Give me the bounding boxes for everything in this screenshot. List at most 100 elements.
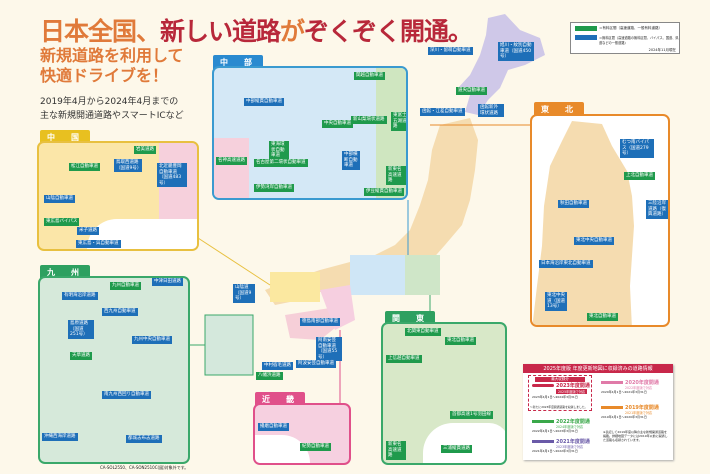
description-line: 主な新規開通道路やスマートICなど <box>40 111 184 121</box>
road-badge: 鳥取西道路（国道9号） <box>114 159 142 172</box>
tohoku-shape <box>532 121 634 325</box>
road-badge: 日本海沿岸東北自動車道 <box>539 260 593 268</box>
legend-box: ＝有料区間（高速道路、一般有料道路） ＝無料区間（高速道路の無料区間、バイパス、… <box>570 22 680 54</box>
road-badge: 阿南安芸自動車道（国道55号） <box>316 337 342 361</box>
panel-kanto: 北関東自動車道 東北自動車道 上信越自動車道 首都高速1号羽田線 新東名高速道路… <box>381 322 507 465</box>
road-badge: 阿波安芸自動車道 <box>296 360 336 368</box>
road-badge: 東北自動車道 <box>587 313 618 321</box>
road-badge: 都城志布志道路 <box>126 435 162 443</box>
page-title: 日本全国、新しい道路がぞくぞく開通。 <box>40 12 473 48</box>
legend-year: 2019年度開通 <box>625 405 659 411</box>
road-badge: 伊豆縦貫自動車道 <box>364 188 404 196</box>
legend-year: 2021年度開通 <box>556 439 590 445</box>
road-badge: 秋田自動車道 <box>558 200 589 208</box>
chugoku-area <box>270 272 320 302</box>
road-badge: 東北中央自動車道 <box>574 237 614 245</box>
subtitle-line: 新規道路を利用して <box>40 46 184 65</box>
road-badge: 西九州自動車道 <box>102 308 138 316</box>
title-part: ぞくぞく開通。 <box>304 17 473 46</box>
legend-period: 2023年4月1日～2024年3月31日 <box>532 395 578 399</box>
road-badge: 天草道路 <box>70 352 92 360</box>
description-line: 2019年4月から2024年4月までの <box>40 97 179 107</box>
legend-year: 2022年度開通 <box>556 419 590 425</box>
road-badge: 沖縄西海岸道路 <box>42 433 78 441</box>
road-badge: 岩美道路 <box>134 146 156 154</box>
road-badge: 旭川・紋別自動車道（国道450号） <box>498 42 534 61</box>
road-badge: 中部縦貫自動車道 <box>244 98 284 106</box>
update-legend: 2025年度版 年度更新地図に収録済みの道路情報 最大収録分 ～新たに2023年… <box>523 364 673 460</box>
kinki-shade <box>214 138 249 198</box>
road-badge: 徳島南部自動車道 <box>300 318 340 326</box>
legend-sub: 2024年度版で対応 <box>556 425 584 429</box>
road-badge: 関越自動車道 <box>354 72 385 80</box>
road-badge: 山陰自動車道 <box>44 195 75 203</box>
road-badge: 東北中央道（国道13号） <box>545 292 567 311</box>
road-badge: 名神高速道路 <box>216 157 247 165</box>
line-swatch <box>532 384 554 387</box>
toll-swatch <box>575 26 597 31</box>
road-badge: 中部横断自動車道 <box>342 151 360 170</box>
title-part: が <box>280 17 305 46</box>
road-badge: 米子道路 <box>77 227 99 235</box>
road-badge: 三陸沿岸道路（復興道路） <box>646 200 668 219</box>
subtitle: 新規道路を利用して快適ドライブを！ <box>40 46 220 86</box>
road-badge: 九州中央自動車道 <box>132 336 172 344</box>
road-badge: 新山梨環状道路 <box>351 116 387 124</box>
road-badge: 東広島バイパス <box>44 218 80 226</box>
legend-period: 2019年4月1日～2020年3月31日 <box>601 415 647 419</box>
road-badge: むつ南バイパス（国道279号） <box>620 139 654 158</box>
road-badge: 中村宿毛道路 <box>262 362 293 370</box>
road-badge: 深川・留萌自動車道 <box>428 47 473 55</box>
legend-year: 2023年度開通 <box>556 383 590 389</box>
road-badge: 三浦縦貫道路 <box>441 445 472 453</box>
line-swatch <box>601 381 623 384</box>
kanto-area <box>405 255 440 295</box>
tab-tohoku: 東 北 <box>534 102 584 117</box>
description: 2019年4月から2024年4月までの主な新規開通道路やスマートICなど <box>40 95 240 123</box>
road-badge: 東北自動車道 <box>445 337 476 345</box>
panel-chubu: 関越自動車道 中部縦貫自動車道 中央自動車道 新山梨環状道路 東富士五湖道路 東… <box>212 66 408 200</box>
road-badge: 中津日田道路 <box>152 278 183 286</box>
road-badge: 新東名高速道路 <box>386 441 406 460</box>
road-badge: 伊勢湾岸自動車道 <box>254 184 294 192</box>
panel-tohoku: むつ南バイパス（国道279号） 上北自動車道 秋田自動車道 三陸沿岸道路（復興道… <box>530 114 670 327</box>
road-badge: 函館・江差自動車道 <box>420 108 465 116</box>
kyushu-note: CA-SOL2550、CA-SON2510C(図)対象外です。 <box>100 465 189 470</box>
legend-sub: 2021年度版で対応 <box>625 411 653 415</box>
road-badge: 東広島・呉自動車道 <box>76 240 121 248</box>
legend-label: ＝無料区間（高速道路の無料区間、バイパス、国道、県道などの一般道路） <box>599 36 679 45</box>
line-swatch <box>601 406 623 409</box>
road-badge: 島原道路（国道251号） <box>68 320 94 339</box>
chubu-area <box>350 255 415 295</box>
road-badge: 函館新外環状道路 <box>478 104 504 117</box>
legend-period: 2020年4月1日～2021年3月31日 <box>601 390 647 394</box>
road-badge: 上信越自動車道 <box>386 355 422 363</box>
road-badge: 山陰道（国道9号） <box>233 284 255 303</box>
road-badge: 有明海沿岸道路 <box>62 292 98 300</box>
legend-date: 2024年11月現在 <box>648 48 676 52</box>
line-swatch <box>532 420 554 423</box>
legend-year: 2020年度開通 <box>625 380 659 386</box>
road-badge: 八幡浜道路 <box>256 372 283 380</box>
panel-kinki: 播磨自動車道 紀勢自動車道 <box>253 403 351 465</box>
road-badge: 中央自動車道 <box>322 120 353 128</box>
legend-period: 2021年4月1日～2022年3月31日 <box>532 449 578 453</box>
road-badge: 東海環状自動車道 <box>269 141 289 160</box>
legend-header: 2025年度版 年度更新地図に収録済みの道路情報 <box>523 364 673 373</box>
road-badge: 播磨自動車道 <box>258 423 289 431</box>
kinki-area <box>320 285 355 330</box>
legend-period: 2022年4月1日～2023年3月31日 <box>532 429 578 433</box>
road-badge: 新東名高速道路 <box>386 166 406 185</box>
road-badge: 南九州西回り自動車道 <box>102 391 151 399</box>
legend-sub: 2022年度版で対応 <box>625 386 653 390</box>
road-badge: 名古屋第二環状自動車道 <box>254 159 308 167</box>
road-badge: 道央自動車道 <box>456 87 487 95</box>
line-swatch <box>532 440 554 443</box>
title-part: 新しい道路 <box>160 17 281 46</box>
road-badge: 北関東自動車道 <box>405 328 441 336</box>
road-badge: 上北自動車道 <box>624 172 655 180</box>
legend-sub: 2025年度版で対応 <box>556 389 588 394</box>
kyushu-inset <box>204 314 254 376</box>
panel-chugoku: 松江自動車道 山陰自動車道 東広島バイパス 鳥取西道路（国道9号） 北近畿豊岡自… <box>37 141 199 251</box>
subtitle-line: 快適ドライブを！ <box>40 66 169 85</box>
